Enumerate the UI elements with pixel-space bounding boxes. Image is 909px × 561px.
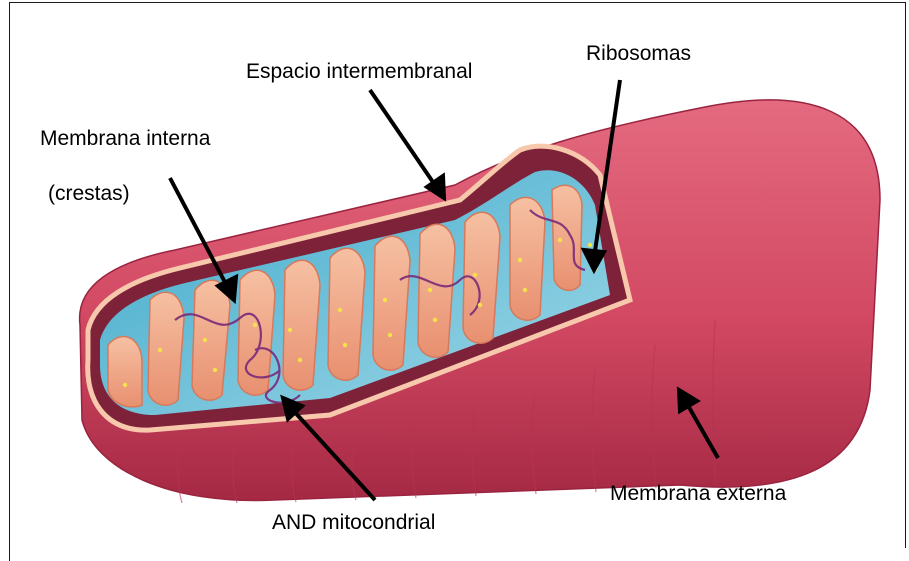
label-membrana-externa: Membrana externa [610, 482, 786, 506]
arrow-espacio [370, 90, 437, 188]
label-adn-mitocondrial: AND mitocondrial [268, 511, 439, 535]
label-crestas: (crestas) [48, 182, 130, 206]
label-espacio-intermembranal: Espacio intermembranal [246, 60, 472, 84]
label-membrana-interna: Membrana interna [40, 127, 210, 151]
label-ribosomas: Ribosomas [586, 42, 691, 66]
